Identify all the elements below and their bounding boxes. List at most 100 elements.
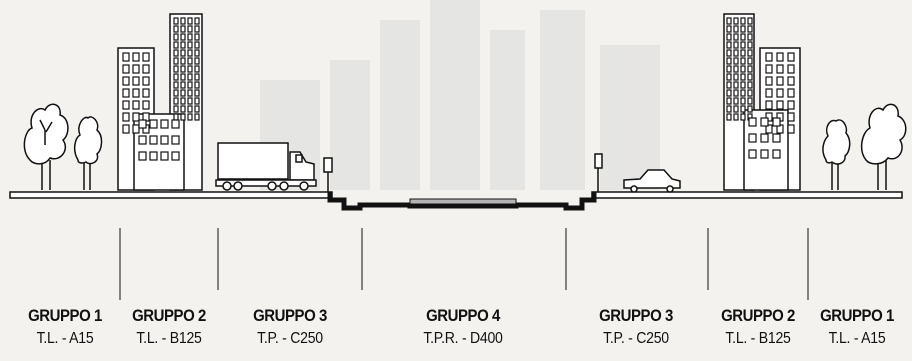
window [787, 124, 795, 134]
window [180, 17, 186, 25]
window [173, 49, 179, 57]
window [122, 112, 130, 122]
window [180, 49, 186, 57]
window [726, 17, 732, 25]
window [726, 105, 732, 113]
window [180, 25, 186, 33]
window [733, 97, 739, 105]
window [760, 117, 769, 127]
window [173, 33, 179, 41]
window [187, 113, 193, 121]
window [748, 149, 757, 159]
truck-icon [215, 142, 317, 191]
window [747, 17, 753, 25]
window [187, 49, 193, 57]
window [187, 97, 193, 105]
window [740, 65, 746, 73]
road-profile [327, 192, 597, 211]
window [772, 117, 781, 127]
window [760, 149, 769, 159]
group-name: GRUPPO 1 [820, 306, 894, 325]
window [740, 105, 746, 113]
window [180, 105, 186, 113]
window [187, 17, 193, 25]
window [194, 113, 200, 121]
window [160, 135, 169, 145]
window [173, 105, 179, 113]
window [173, 81, 179, 89]
window [132, 124, 140, 134]
window [787, 112, 795, 122]
window [142, 64, 150, 74]
window [765, 112, 773, 122]
window [122, 64, 130, 74]
window [765, 124, 773, 134]
window [180, 89, 186, 97]
window [194, 33, 200, 41]
window [787, 100, 795, 110]
window [733, 25, 739, 33]
building-windows [726, 17, 795, 159]
window [733, 113, 739, 121]
window [132, 88, 140, 98]
tree-icon [23, 103, 69, 190]
window [160, 119, 169, 129]
window [726, 89, 732, 97]
window [765, 88, 773, 98]
window [776, 88, 784, 98]
window [173, 57, 179, 65]
sidewalk-right [591, 191, 903, 199]
window [740, 89, 746, 97]
window [733, 33, 739, 41]
window [733, 65, 739, 73]
window [747, 33, 753, 41]
window [194, 97, 200, 105]
window [194, 81, 200, 89]
window [740, 113, 746, 121]
window [142, 76, 150, 86]
window [187, 41, 193, 49]
window [138, 119, 147, 129]
group-load-class: T.P. - C250 [257, 330, 323, 347]
window [138, 151, 147, 161]
group-name: GRUPPO 3 [599, 306, 673, 325]
window [194, 57, 200, 65]
window [173, 89, 179, 97]
window [747, 97, 753, 105]
group-name: GRUPPO 1 [28, 306, 102, 325]
window [740, 33, 746, 41]
window [180, 81, 186, 89]
window [187, 57, 193, 65]
window [180, 73, 186, 81]
window [733, 57, 739, 65]
window [132, 52, 140, 62]
group-label-1-left: GRUPPO 1 T.L. - A15 [10, 306, 120, 348]
group-load-class: T.L. - A15 [36, 330, 94, 347]
window [776, 52, 784, 62]
window [726, 49, 732, 57]
window [122, 88, 130, 98]
group-load-class: T.L. - A15 [828, 330, 886, 347]
window [187, 81, 193, 89]
window [142, 100, 150, 110]
window [747, 49, 753, 57]
window [180, 57, 186, 65]
window [726, 25, 732, 33]
window [173, 41, 179, 49]
window [149, 119, 158, 129]
window [765, 76, 773, 86]
group-name: GRUPPO 3 [253, 306, 327, 325]
window [787, 52, 795, 62]
window [740, 97, 746, 105]
window [122, 124, 130, 134]
window [149, 151, 158, 161]
window [187, 73, 193, 81]
window [171, 135, 180, 145]
window [733, 105, 739, 113]
window [733, 17, 739, 25]
window [726, 73, 732, 81]
tree-icon [860, 103, 907, 190]
window [726, 97, 732, 105]
window [747, 57, 753, 65]
group-label-2-right: GRUPPO 2 T.L. - B125 [703, 306, 813, 348]
